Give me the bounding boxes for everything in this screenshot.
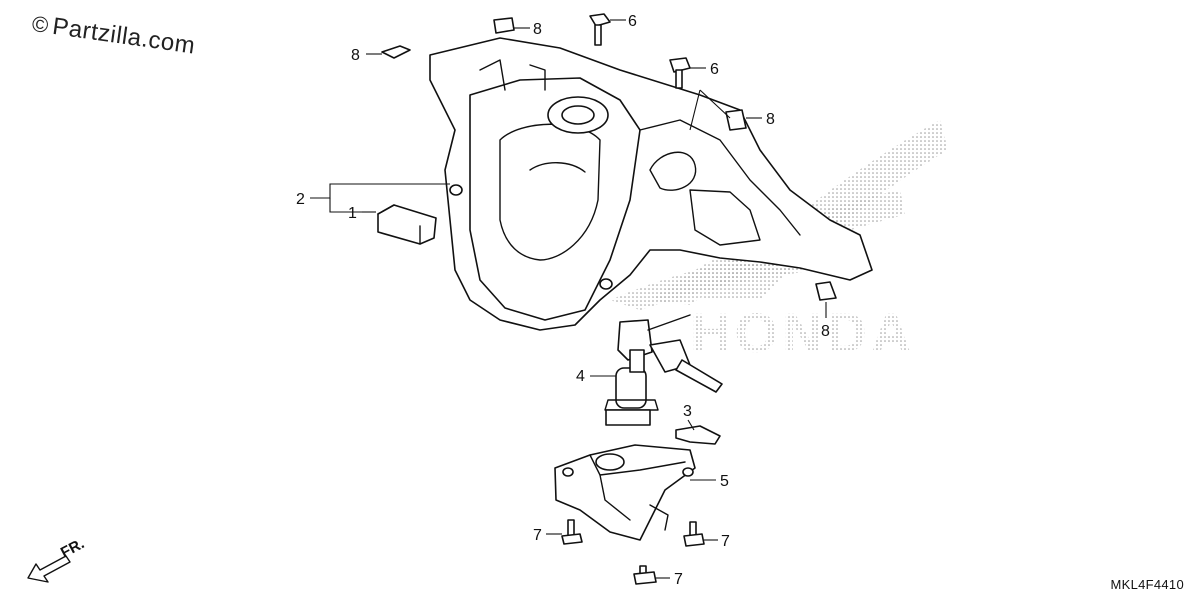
clip-nut-part (381, 45, 411, 59)
callout-7: 7 (674, 571, 683, 588)
callout-7: 7 (533, 527, 542, 544)
leader-lines (310, 19, 827, 579)
diagram-code: MKL4F4410 (1110, 577, 1184, 592)
callout-1: 1 (348, 205, 357, 222)
callout-5: 5 (720, 473, 729, 490)
brand-watermark-text: HONDA (690, 301, 915, 364)
bracket-part (554, 444, 696, 541)
callout-labels: 2 1 4 3 5 6 6 7 7 7 8 8 8 8 (296, 13, 830, 588)
callout-6: 6 (628, 13, 637, 30)
callout-7: 7 (721, 533, 730, 550)
front-direction-indicator: FR. (27, 535, 87, 583)
emblem-part (377, 204, 437, 245)
callout-3: 3 (683, 403, 692, 420)
bolt-part (633, 565, 657, 585)
callout-8: 8 (533, 21, 542, 38)
clip-nut-part (493, 17, 515, 34)
callout-8: 8 (821, 323, 830, 340)
clip-nut-part (815, 281, 837, 301)
front-arrow-icon (27, 555, 71, 583)
callout-8: 8 (766, 111, 775, 128)
bolt-part (683, 521, 705, 547)
bolt-part (561, 519, 583, 545)
inner-cover-part (429, 37, 873, 331)
plate-part (675, 425, 721, 445)
clip-nut-part (725, 109, 747, 131)
screw-part (669, 57, 691, 89)
callout-2: 2 (296, 191, 305, 208)
ignition-switch-part (604, 314, 723, 426)
callout-6: 6 (710, 61, 719, 78)
callout-4: 4 (576, 368, 585, 385)
callout-8: 8 (351, 47, 360, 64)
screw-part (589, 13, 611, 46)
